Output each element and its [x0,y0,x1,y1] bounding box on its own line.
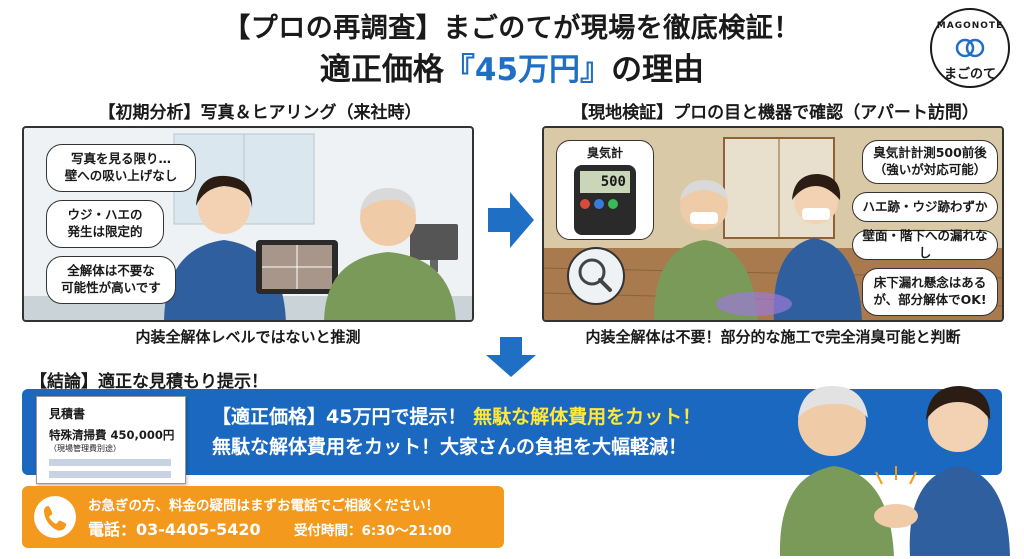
section2-bubble-1: 臭気計計測500前後 （強いが対応可能） [862,140,998,184]
contact-message: お急ぎの方、料金の疑問はまずお電話でご相談ください！ [88,498,439,514]
phone-button[interactable] [34,496,76,538]
section2-caption: 内装全解体は不要！部分的な施工で完全消臭可能と判断 [585,328,961,346]
section2-heading: 【現地検証】プロの目と機器で確認（アパート訪問） [571,103,979,123]
odor-meter-display: 500 [580,171,630,194]
office-scene-illustration [24,133,472,320]
logo-bottom-text: まごのて [943,67,996,82]
handshake-illustration [779,386,1010,556]
section1-bubble-2: ウジ・ハエの 発生は限定的 [46,200,164,248]
odor-meter-callout: 臭気計 500 [556,140,654,240]
section3-heading: 【結論】適正な見積もり提示！ [30,372,268,392]
estimate-document: 見積書 特殊清掃費 450,000円 （現場管理費別途） [36,396,186,484]
section2-panel: 臭気計 500 臭気計計測500前後 （強いが対応可能） ハエ跡・ウジ跡わずか … [542,126,1004,322]
result-line2: 無駄な解体費用をカット！大家さんの負担を大幅軽減！ [212,436,688,458]
section2-bubble-2: ハエ跡・ウジ跡わずか [852,192,998,222]
estimate-line [49,459,171,466]
logo-mark-icon [955,38,985,58]
contact-phone-number[interactable]: 電話：03-4405-5420 [88,520,261,539]
page-title-line2: 適正価格『45万円』の理由 [0,44,1024,89]
title-accent-price: 『45万円』 [443,52,612,88]
section1-caption: 内装全解体レベルではないと推測 [135,328,361,346]
section2-bubble-3: 壁面・階下への漏れなし [852,228,998,260]
estimate-title: 見積書 [49,407,86,421]
contact-banner [22,486,504,548]
result-highlight-text: 無駄な解体費用をカット！ [473,406,702,428]
arrow-right-icon [488,192,534,248]
contact-hours: 受付時間：6:30〜21:00 [294,523,452,539]
section1-bubble-3: 全解体は不要な 可能性が高いです [46,256,176,304]
magonote-logo: MAGONOTE まごのて [930,8,1010,88]
section1-bubble-1: 写真を見る限り… 壁への吸い上げなし [46,144,196,192]
title-pre: 適正価格 [319,52,444,88]
title-post: の理由 [611,52,705,88]
section1-panel: 写真を見る限り… 壁への吸い上げなし ウジ・ハエの 発生は限定的 全解体は不要な… [22,126,474,322]
odor-meter-label: 臭気計 [586,146,623,160]
page-title-line1: 【プロの再調査】まごのてが現場を徹底検証！ [223,13,801,44]
estimate-line [49,471,171,478]
arrow-down-icon [486,337,536,377]
section1-heading: 【初期分析】写真＆ヒアリング（来社時） [98,103,422,123]
logo-top-text: MAGONOTE [936,21,1004,31]
estimate-note: （現場管理費別途） [49,444,121,453]
section2-bubble-4: 床下漏れ懸念はあるが、部分解体でOK! [862,268,998,316]
estimate-item: 特殊清掃費 450,000円 [49,428,175,442]
result-price-text: 【適正価格】45万円で提示！ [212,406,467,428]
result-line1: 【適正価格】45万円で提示！ 無駄な解体費用をカット！ [212,402,701,429]
phone-icon [44,506,67,531]
